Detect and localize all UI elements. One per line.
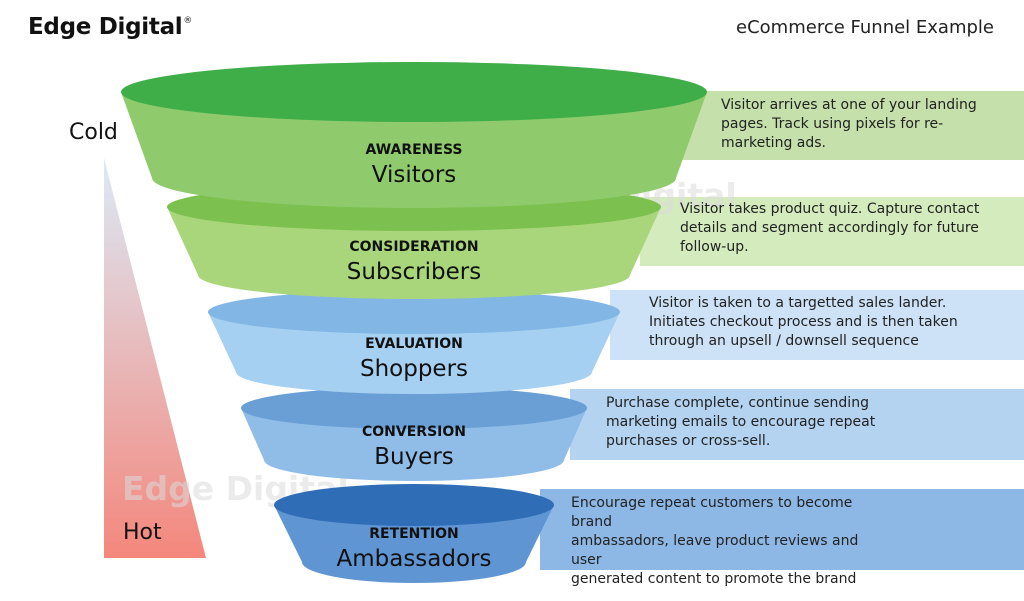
stage-description-line: Visitor takes product quiz. Capture cont… (680, 201, 980, 217)
funnel-tier-conversion: CONVERSION Buyers (241, 387, 587, 481)
stage-description-line: generated content to promote the brand (571, 571, 857, 587)
stage-description-band (540, 489, 1024, 570)
temperature-hot-label: Hot (123, 520, 162, 545)
temperature-cold-label: Cold (69, 120, 118, 145)
stage-audience-label: Ambassadors (336, 546, 491, 572)
funnel-tier-body (121, 92, 707, 208)
funnel-tier-body (167, 207, 661, 299)
page-title: eCommerce Funnel Example (736, 17, 994, 38)
stage-description-evaluation: Visitor is taken to a targetted sales la… (649, 294, 969, 351)
funnel-tier-awareness: AWARENESS Visitors (121, 62, 707, 208)
stage-name-label: CONSIDERATION (349, 239, 478, 255)
stage-description-awareness: Visitor arrives at one of your landing pa… (721, 96, 1024, 153)
stage-description-band (610, 290, 1024, 360)
temperature-gradient-wedge (104, 158, 206, 558)
funnel-tier-body (208, 312, 620, 394)
stage-description-line: marketing ads. (721, 135, 826, 151)
funnel-tier-evaluation: EVALUATION Shoppers (208, 290, 620, 394)
stage-audience-label: Shoppers (360, 356, 468, 382)
stage-name-label: AWARENESS (365, 142, 462, 158)
stage-description-consideration: Visitor takes product quiz. Capture cont… (680, 200, 1000, 257)
stage-audience-label: Buyers (374, 444, 454, 470)
stage-description-line: Visitor arrives at one of your landing (721, 97, 977, 113)
stage-description-line: purchases or cross-sell. (606, 433, 771, 449)
stage-description-line: pages. Track using pixels for re- (721, 116, 944, 132)
stage-description-line: marketing emails to encourage repeat (606, 414, 876, 430)
stage-audience-label: Subscribers (347, 259, 481, 285)
stage-description-band (680, 91, 1024, 160)
stage-description-conversion: Purchase complete, continue sending marke… (606, 394, 926, 451)
stage-description-band (570, 389, 1024, 460)
stage-description-line: through an upsell / downsell sequence (649, 333, 919, 349)
stage-description-line: details and segment accordingly for futu… (680, 220, 979, 236)
brand-name: Edge Digital (28, 14, 183, 40)
stage-description-line: Encourage repeat customers to become bra… (571, 495, 853, 530)
stage-description-band (640, 197, 1024, 266)
funnel-tier-body (274, 505, 554, 583)
stage-description-retention: Encourage repeat customers to become bra… (571, 494, 891, 589)
brand-logo: Edge Digital® (28, 14, 192, 40)
stage-audience-label: Visitors (372, 162, 457, 188)
stage-description-line: Initiates checkout process and is then t… (649, 314, 958, 330)
stage-name-label: RETENTION (369, 526, 459, 542)
funnel-tier-top (208, 290, 620, 334)
funnel-tier-top (241, 387, 587, 429)
stage-description-line: ambassadors, leave product reviews and u… (571, 533, 859, 568)
funnel-tier-retention: RETENTION Ambassadors (274, 484, 554, 583)
funnel-tier-body (241, 408, 587, 481)
stage-description-line: follow-up. (680, 239, 749, 255)
funnel-tier-top (121, 62, 707, 122)
brand-registered-mark: ® (183, 16, 193, 26)
stage-name-label: CONVERSION (362, 424, 466, 440)
stage-name-label: EVALUATION (365, 336, 463, 352)
funnel-tier-top (274, 484, 554, 526)
stage-description-line: Purchase complete, continue sending (606, 395, 869, 411)
stage-description-line: Visitor is taken to a targetted sales la… (649, 295, 947, 311)
